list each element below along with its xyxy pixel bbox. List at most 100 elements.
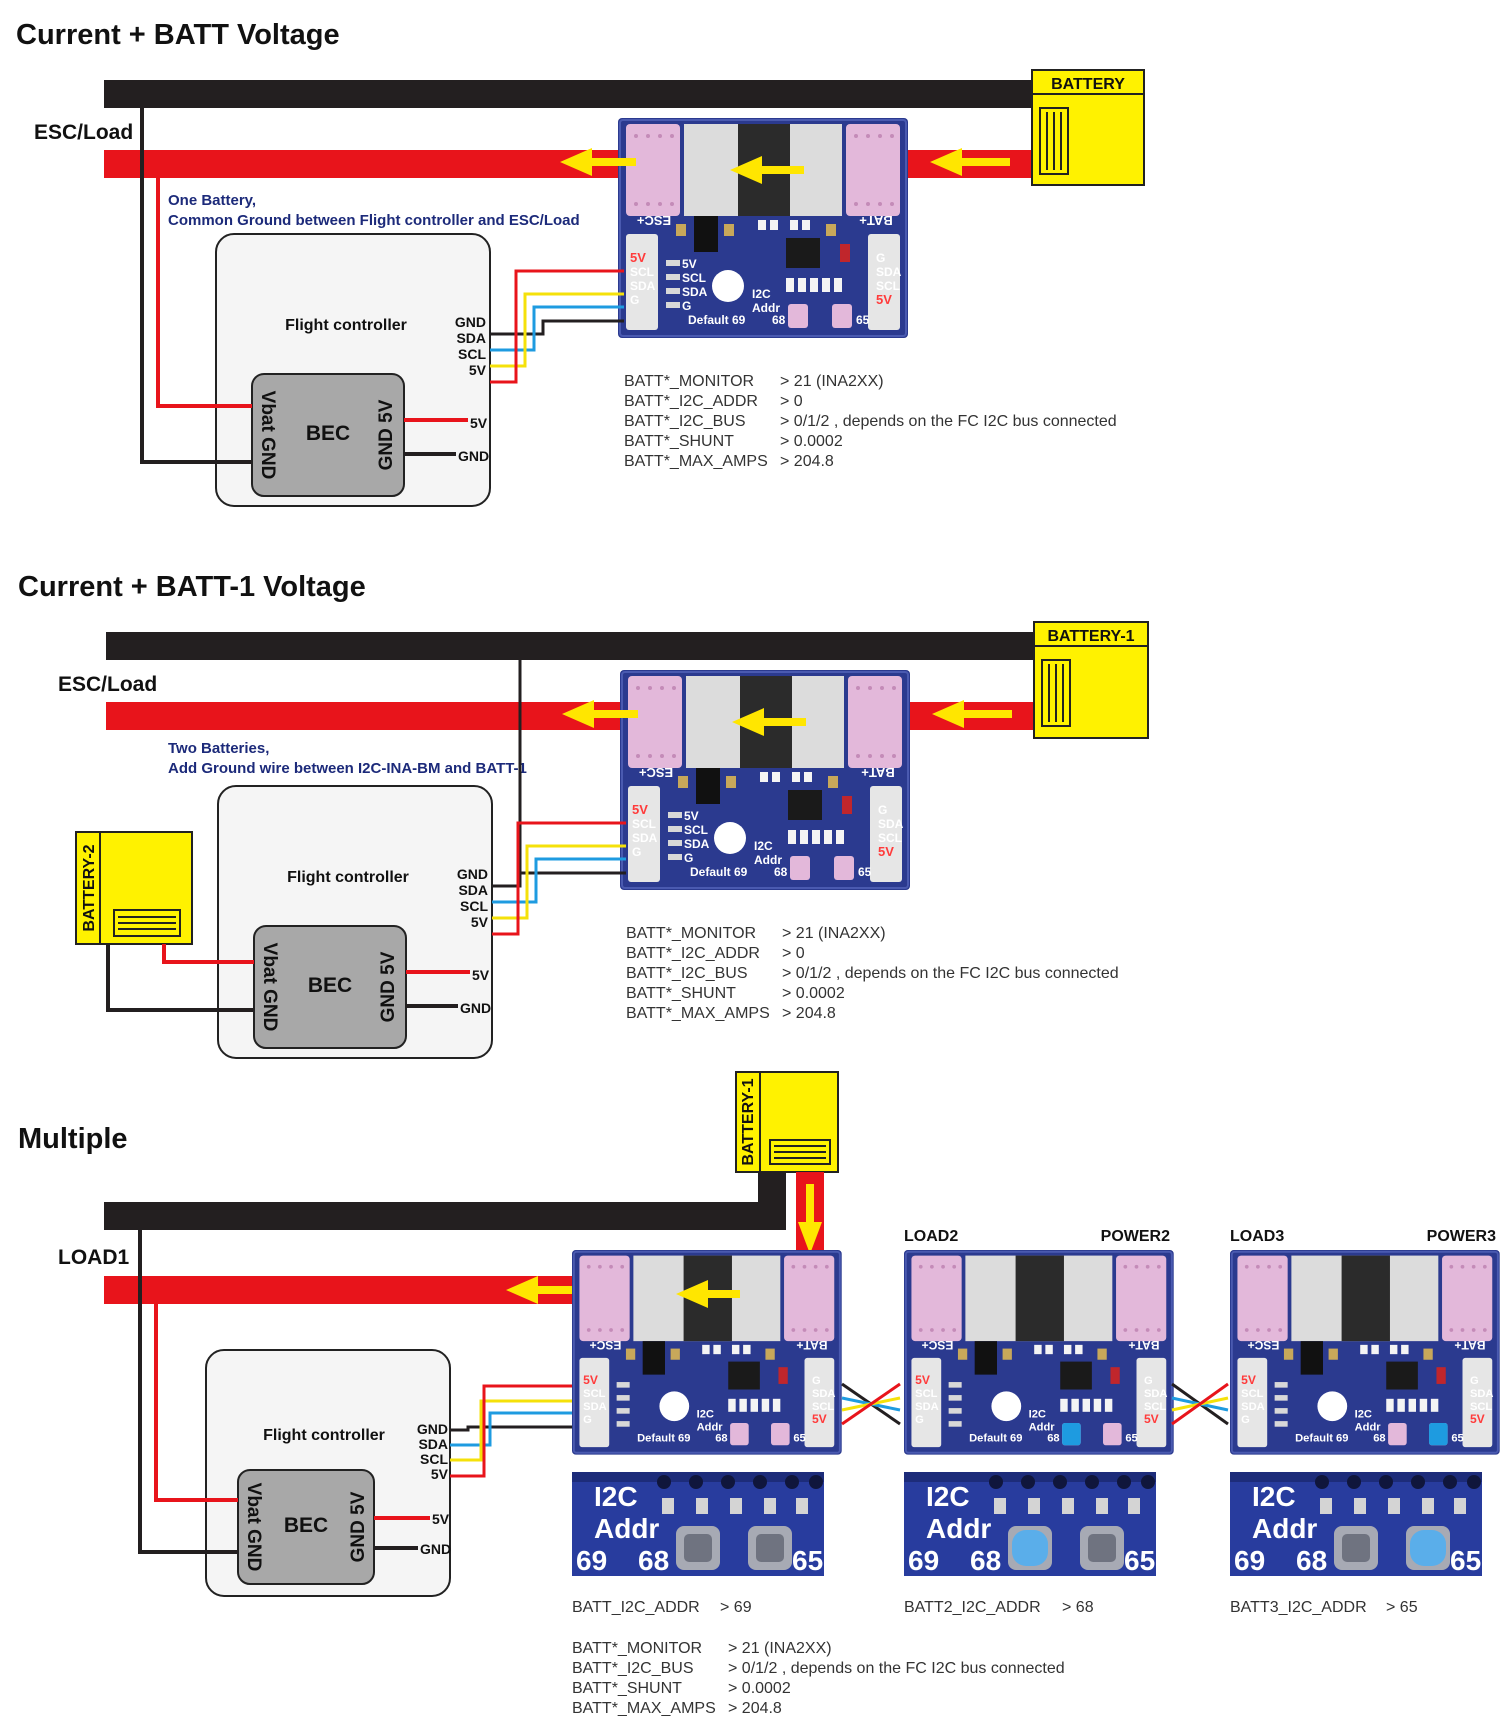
bec-out-5v: 5V — [432, 1511, 450, 1527]
pin-scl-small: SCL — [684, 823, 708, 837]
param-key: BATT*_MAX_AMPS — [626, 1005, 770, 1022]
i2c-wires — [450, 1384, 572, 1478]
vbat-wire — [162, 944, 254, 964]
param-key: BATT*_MONITOR — [624, 373, 754, 390]
addr-key: BATT_I2C_ADDR — [572, 1599, 700, 1616]
closeup-65: 65 — [1450, 1545, 1481, 1576]
pin-5v-small: 5V — [682, 257, 697, 271]
bec-right-pins: GND 5V — [378, 951, 399, 1022]
i2c-ina-bm-board-2: ESC+ BAT+ 5V SCL SDA G G SDA SCL 5V I2C … — [903, 1249, 1175, 1456]
bec-out-5v: 5V — [470, 415, 488, 431]
pin-scl-right: SCL — [1470, 1401, 1492, 1413]
current-arrow-icon — [798, 1184, 822, 1254]
closeup-i2c: I2C — [594, 1481, 638, 1512]
addr-68: 68 — [715, 1433, 727, 1445]
param-key: BATT*_I2C_ADDR — [626, 945, 760, 962]
bec-out-gnd: GND — [458, 448, 489, 464]
param-key: BATT*_I2C_BUS — [626, 965, 748, 982]
note-line-1: Two Batteries, — [168, 740, 269, 757]
current-arrow-icon — [730, 156, 804, 184]
param-key: BATT*_MAX_AMPS — [572, 1700, 716, 1717]
fc-pin-sda: SDA — [418, 1436, 448, 1452]
load2-label: LOAD2 — [904, 1228, 958, 1245]
closeup-i2c: I2C — [926, 1481, 970, 1512]
pin-scl-small: SCL — [682, 271, 706, 285]
param-list: BATT*_MONITOR> 21 (INA2XX) BATT*_I2C_ADD… — [626, 925, 1119, 1022]
bec-right-pins: GND 5V — [376, 399, 397, 470]
pin-scl: SCL — [583, 1388, 605, 1400]
default-label: Default 69 — [637, 1433, 690, 1445]
addr-68: 68 — [772, 313, 786, 327]
solder-jumper-68 — [1062, 1422, 1081, 1446]
gnd-wire — [138, 1230, 238, 1554]
addr-value: > 65 — [1386, 1599, 1418, 1616]
param-value: > 0/1/2 , depends on the FC I2C bus conn… — [780, 413, 1117, 430]
bec-title: BEC — [284, 1514, 328, 1537]
param-value: > 204.8 — [782, 1005, 836, 1022]
bec-out-gnd: GND — [420, 1541, 451, 1557]
param-key: BATT*_I2C_BUS — [624, 413, 746, 430]
closeup-65: 65 — [1124, 1545, 1155, 1576]
addr-65: 65 — [858, 865, 872, 879]
section-title: Multiple — [18, 1123, 128, 1155]
bec-title: BEC — [308, 974, 352, 997]
pin-sda-right: SDA — [1144, 1388, 1168, 1400]
param-list: BATT*_MONITOR> 21 (INA2XX) BATT*_I2C_ADD… — [624, 373, 1117, 470]
pin-5v: 5V — [632, 802, 648, 817]
esc-label: ESC+ — [922, 1338, 954, 1352]
vbat-wire — [156, 178, 252, 408]
i2c-label: I2C — [697, 1408, 714, 1420]
note-line-2: Common Ground between Flight controller … — [168, 212, 580, 229]
param-key: BATT*_I2C_ADDR — [624, 393, 758, 410]
param-value: > 21 (INA2XX) — [782, 925, 886, 942]
bec-out-5v: 5V — [472, 967, 490, 983]
battery-1: BATTERY-1 — [1033, 621, 1149, 739]
section-title: Current + BATT Voltage — [16, 19, 340, 51]
section-multiple: Multiple BATTERY-1 LOAD1 LOAD2 POWER2 LO… — [18, 1071, 1500, 1717]
daisy-chain-wires-1-2 — [841, 1382, 901, 1426]
pin-scl: SCL — [630, 265, 654, 279]
pin-sda-small: SDA — [682, 285, 708, 299]
pin-sda: SDA — [632, 831, 658, 845]
param-value: > 21 (INA2XX) — [728, 1640, 832, 1657]
i2c-wires — [492, 821, 626, 936]
battery2-label: BATTERY-2 — [81, 844, 98, 931]
section-current-batt-voltage: Current + BATT Voltage ESC/Load BATTERY … — [16, 19, 1145, 507]
pin-sda-right: SDA — [878, 817, 904, 831]
current-arrow-icon — [930, 148, 1010, 176]
battery-label: BATTERY-1 — [1047, 628, 1134, 645]
current-arrow-icon — [676, 1280, 740, 1308]
pin-g: G — [1241, 1414, 1250, 1426]
load-label: ESC/Load — [58, 673, 157, 696]
esc-label: ESC+ — [590, 1338, 622, 1352]
fc-label: Flight controller — [263, 1427, 385, 1444]
bat-label: BAT+ — [1128, 1338, 1159, 1352]
param-value: > 0 — [780, 393, 803, 410]
esc-label: ESC+ — [638, 765, 673, 780]
default-label: Default 69 — [688, 313, 746, 327]
closeup-i2c: I2C — [1252, 1481, 1296, 1512]
closeup-69: 69 — [1234, 1545, 1265, 1576]
pin-5v-right: 5V — [876, 292, 892, 307]
pin-scl: SCL — [632, 817, 656, 831]
addr-closeup-2: I2C Addr 69 68 65 — [904, 1472, 1156, 1576]
addr-label: Addr — [1029, 1421, 1056, 1433]
i2c-label: I2C — [754, 839, 773, 853]
pin-sda-right: SDA — [876, 265, 902, 279]
closeup-68: 68 — [1296, 1545, 1327, 1576]
default-label: Default 69 — [690, 865, 748, 879]
current-arrow-icon — [562, 700, 638, 728]
i2c-ina-bm-board: ESC+ BAT+ 5V SCL SDA G 5V SCL SDA G G SD… — [619, 669, 911, 891]
pin-5v-right: 5V — [1144, 1412, 1159, 1426]
addr-assignments: BATT_I2C_ADDR > 69 BATT2_I2C_ADDR > 68 B… — [572, 1599, 1418, 1616]
fc-pins: GND SDA SCL 5V — [417, 1421, 449, 1482]
i2c-ina-bm-board-1: ESC+ BAT+ 5V SCL SDA G G SDA SCL 5V I2C … — [571, 1249, 843, 1456]
battery: BATTERY — [1031, 69, 1145, 186]
i2c-ina-bm-board-3: ESC+ BAT+ 5V SCL SDA G G SDA SCL 5V I2C … — [1229, 1249, 1500, 1456]
fc-pin-sda: SDA — [458, 882, 488, 898]
param-list: BATT*_MONITOR> 21 (INA2XX) BATT*_I2C_BUS… — [572, 1640, 1065, 1717]
pin-5v-right: 5V — [878, 844, 894, 859]
addr-label: Addr — [752, 301, 780, 315]
load-label: LOAD1 — [58, 1246, 129, 1269]
addr-label: Addr — [1355, 1421, 1382, 1433]
